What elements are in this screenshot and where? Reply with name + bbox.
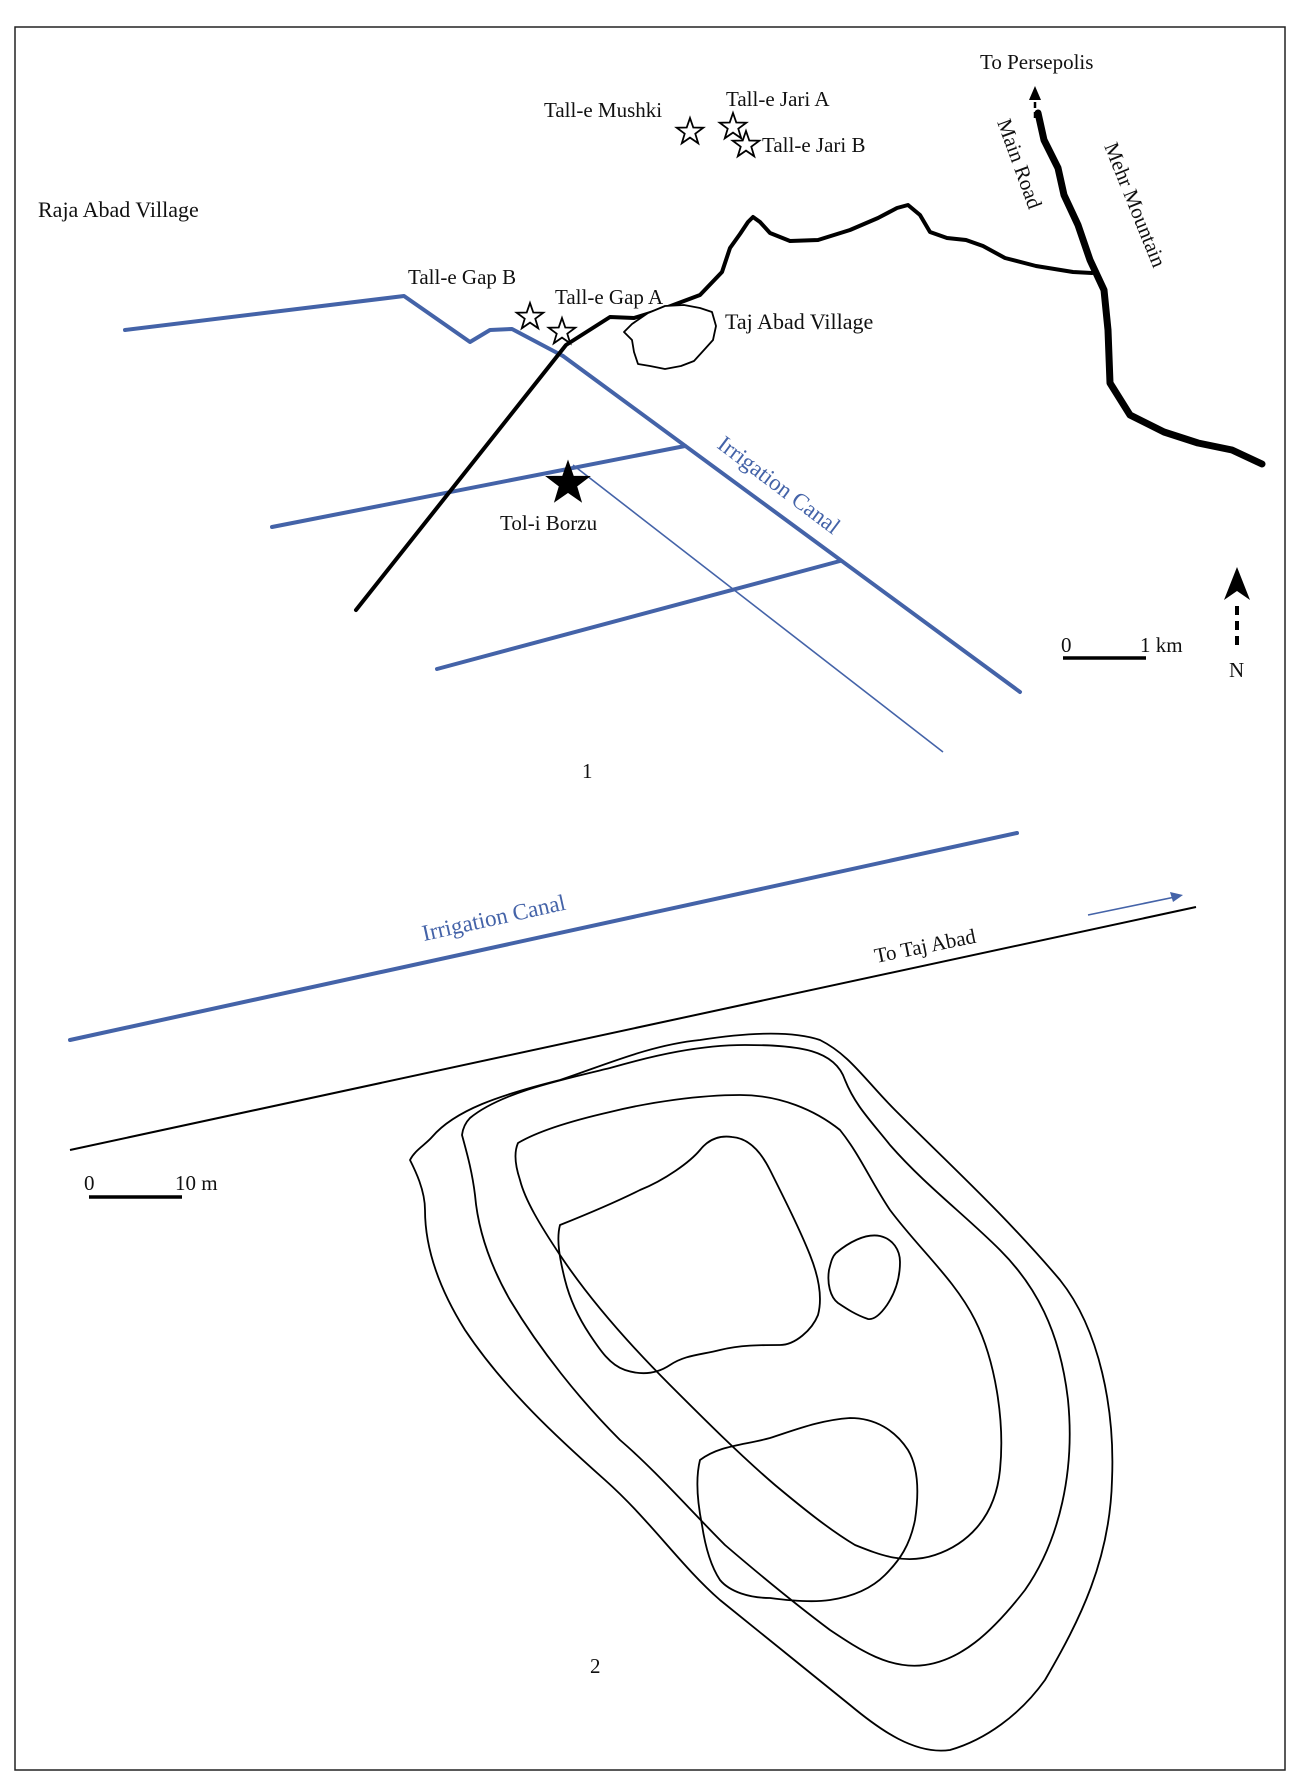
site-markers [514, 110, 762, 503]
taj-abad-village-outline [623, 304, 717, 370]
contour-lower-basin [696, 1417, 919, 1603]
canal-thin-branch [572, 464, 944, 753]
star-marker-tall-e-gap-a [546, 315, 578, 346]
road-direction-arrowhead [1029, 86, 1041, 100]
canal-lateral-1 [270, 444, 687, 529]
canal-northwest-branch [123, 294, 565, 358]
irrigation-canal-network [123, 294, 1022, 753]
label-taj-abad-village: Taj Abad Village [725, 309, 873, 334]
contour-outer [409, 1032, 1114, 1752]
contour-summit [557, 1135, 821, 1375]
north-arrow-icon [1224, 567, 1250, 600]
north-arrow: N [1224, 567, 1250, 682]
star-marker-tol-i-borzu [545, 459, 591, 503]
star-marker-tall-e-jari-a [717, 110, 749, 141]
local-road [354, 203, 1094, 612]
map-1: Raja Abad Village Taj Abad Village Tall-… [38, 50, 1266, 783]
panel-number-2: 2 [590, 1654, 601, 1678]
star-marker-tall-e-mushki [674, 115, 706, 146]
direction-arrow-line [1087, 896, 1176, 916]
label-tall-e-gap-a: Tall-e Gap A [555, 285, 664, 309]
contour-second [461, 1044, 1071, 1667]
north-label: N [1229, 658, 1244, 682]
label-tall-e-jari-b: Tall-e Jari B [762, 133, 866, 157]
label-tol-i-borzu: Tol-i Borzu [500, 511, 598, 535]
scale-bar-1km: 0 1 km [1061, 633, 1183, 660]
star-marker-tall-e-jari-b [730, 128, 762, 159]
direction-arrow [1087, 892, 1183, 916]
star-marker-tall-e-gap-b [514, 300, 546, 331]
road-to-taj-abad [69, 906, 1197, 1151]
canal-main-diagonal [561, 354, 1022, 694]
irrigation-canal-detail [68, 831, 1019, 1042]
label-to-persepolis: To Persepolis [980, 50, 1093, 74]
scale-bar-10m: 0 10 m [84, 1171, 218, 1199]
label-raja-abad-village: Raja Abad Village [38, 197, 199, 222]
scale-zero-label-10m: 0 [84, 1171, 95, 1195]
contour-third [514, 1094, 1003, 1561]
scale-value-label: 1 km [1140, 633, 1183, 657]
mound-contours [409, 1032, 1114, 1752]
label-tall-e-gap-b: Tall-e Gap B [408, 265, 516, 289]
contour-small-knoll [827, 1234, 901, 1320]
panel-number-1: 1 [582, 759, 593, 783]
scale-value-label-10m: 10 m [175, 1171, 218, 1195]
main-road [1034, 109, 1266, 468]
label-tall-e-mushki: Tall-e Mushki [544, 98, 662, 122]
scale-zero-label: 0 [1061, 633, 1072, 657]
canal-lateral-2 [435, 559, 842, 671]
direction-arrow-icon [1170, 892, 1183, 902]
label-tall-e-jari-a: Tall-e Jari A [726, 87, 830, 111]
